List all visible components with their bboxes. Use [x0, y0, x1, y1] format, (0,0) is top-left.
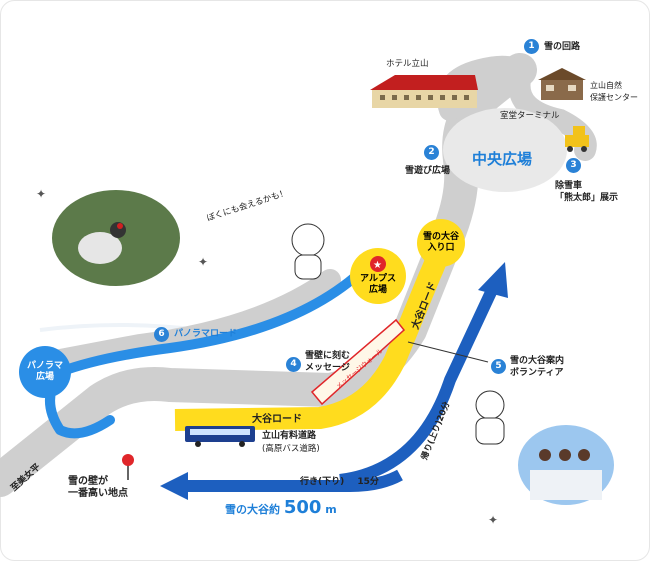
alps-plaza-label: アルプス 広場 [360, 274, 396, 295]
down-route-time: 15分 [357, 477, 379, 487]
return-arrow-path [339, 287, 498, 486]
hotel-building [370, 75, 478, 108]
star-icon: ★ [373, 260, 382, 271]
point-label-2: 雪遊び広場 [405, 166, 451, 176]
otani-entrance-circle [417, 219, 465, 267]
volunteer-character [475, 390, 505, 445]
alps-plaza-circle [350, 248, 406, 304]
sparkle-icon: ✦ [198, 255, 208, 269]
otani-road-label: 大谷ロード [252, 414, 302, 425]
terminal-label: 室堂ターミナル [500, 111, 560, 121]
mascot-character [291, 223, 325, 280]
distance-prefix: 雪の大谷約 [225, 503, 280, 516]
point-badge-1: 1 [524, 39, 539, 54]
down-route-label: 行き(下り) 15分 [300, 476, 379, 488]
toll-road-sub-label: (高原バス道路) [262, 444, 320, 454]
distance-unit: m [325, 503, 337, 516]
snowplow-icon [565, 126, 589, 152]
down-arrow-path [185, 469, 403, 492]
sparkle-icon: ✦ [36, 187, 46, 201]
nature-center-label: 立山自然 保護センター [590, 81, 638, 102]
bus-icon [185, 426, 255, 447]
point-badge-3: 3 [566, 158, 581, 173]
panorama-road [45, 263, 370, 439]
ptarmigan-photo [52, 190, 180, 286]
point-label-6: パノラマロード [174, 329, 238, 339]
panorama-plaza-circle [19, 346, 71, 398]
point-badge-6: 6 [154, 327, 169, 342]
hotel-label: ホテル立山 [386, 59, 429, 69]
message-wall [310, 318, 406, 406]
point-badge-2: 2 [424, 145, 439, 160]
return-arrow-head [478, 262, 508, 298]
visitors-photo [518, 425, 614, 505]
nature-center-building [538, 68, 586, 100]
panorama-plaza-label: パノラマ 広場 [26, 361, 63, 382]
otani-entrance-label: 雪の大谷 入り口 [422, 232, 459, 253]
point-label-5: 雪の大谷案内 ボランティア [510, 356, 565, 378]
main-road [0, 53, 537, 497]
distance-value: 500 [283, 497, 322, 518]
pin-icon [122, 454, 134, 466]
down-route-direction: 行き(下り) [300, 477, 345, 487]
central-plaza-label: 中央広場 [472, 150, 533, 168]
point-label-3: 除雪車 「熊太郎」展示 [555, 181, 619, 203]
highest-point-label: 雪の壁が 一番高い地点 [68, 476, 128, 499]
point-badge-4: 4 [286, 357, 301, 372]
toll-road-label: 立山有料道路 [262, 431, 317, 441]
point-badge-5: 5 [491, 359, 506, 374]
branch-road [49, 269, 341, 371]
volunteer-line [407, 341, 489, 363]
star-badge [370, 256, 386, 272]
distance-label: 雪の大谷約 500 m [225, 497, 337, 518]
point-label-4: 雪壁に刻む メッセージ [305, 351, 351, 373]
central-plaza-area [443, 108, 567, 192]
sparkle-icon: ✦ [488, 513, 498, 527]
down-arrow-head [160, 472, 188, 500]
point-label-1: 雪の回路 [544, 42, 581, 52]
